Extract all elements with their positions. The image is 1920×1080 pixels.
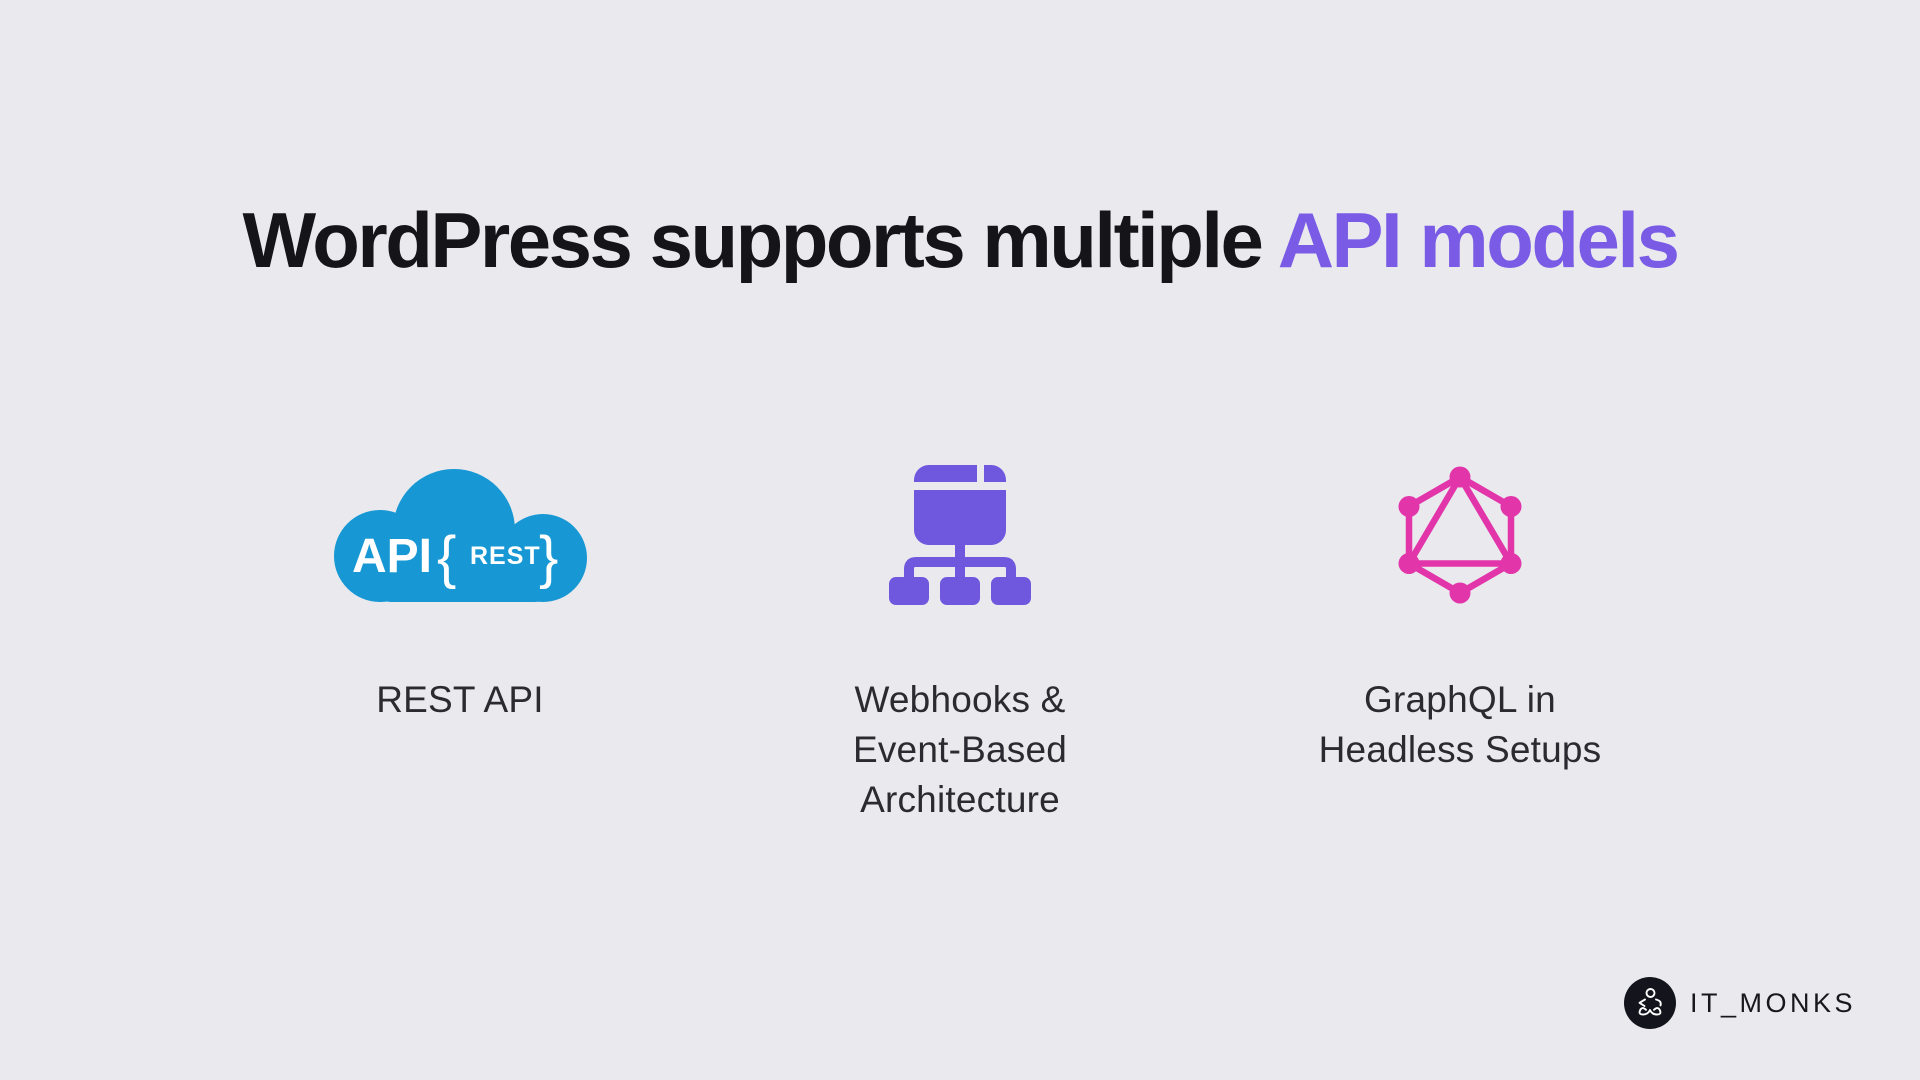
rest-api-icon-box: API { REST }	[333, 465, 587, 605]
graphql-label: GraphQL in Headless Setups	[1318, 679, 1602, 770]
page-title: WordPress supports multiple API models	[0, 190, 1920, 290]
cloud-close-brace-text: }	[539, 525, 558, 590]
column-rest-api: API { REST } REST API	[210, 465, 710, 825]
cloud-shape	[333, 468, 587, 602]
cloud-open-brace-text: {	[437, 525, 456, 590]
cloud-api-text: API	[352, 530, 432, 583]
graphql-icon-box	[1398, 465, 1522, 605]
it-monks-monk-icon	[1623, 977, 1676, 1029]
cloud-rest-text: REST	[470, 542, 541, 570]
rest-api-cloud-icon: API { REST }	[333, 468, 587, 602]
brand-logo: IT_MONKS	[1623, 977, 1856, 1029]
webhooks-label: Webhooks & Event-Based Architecture	[852, 679, 1068, 820]
api-models-row: API { REST } REST API	[210, 465, 1710, 825]
graphql-icon	[1398, 466, 1522, 604]
title-accent-text: API models	[1277, 196, 1680, 284]
column-graphql: GraphQL in Headless Setups	[1210, 465, 1710, 825]
webhooks-sitemap-icon	[889, 465, 1031, 605]
sitemap-shape	[889, 465, 1031, 605]
column-webhooks: Webhooks & Event-Based Architecture	[710, 465, 1210, 825]
meditating-monk-glyph	[1638, 988, 1662, 1016]
rest-api-label: REST API	[376, 679, 544, 720]
webhooks-icon-box	[889, 465, 1031, 605]
graphql-shape	[1398, 466, 1522, 604]
title-regular-text: WordPress supports multiple	[242, 196, 1278, 284]
brand-name: IT_MONKS	[1689, 987, 1856, 1018]
